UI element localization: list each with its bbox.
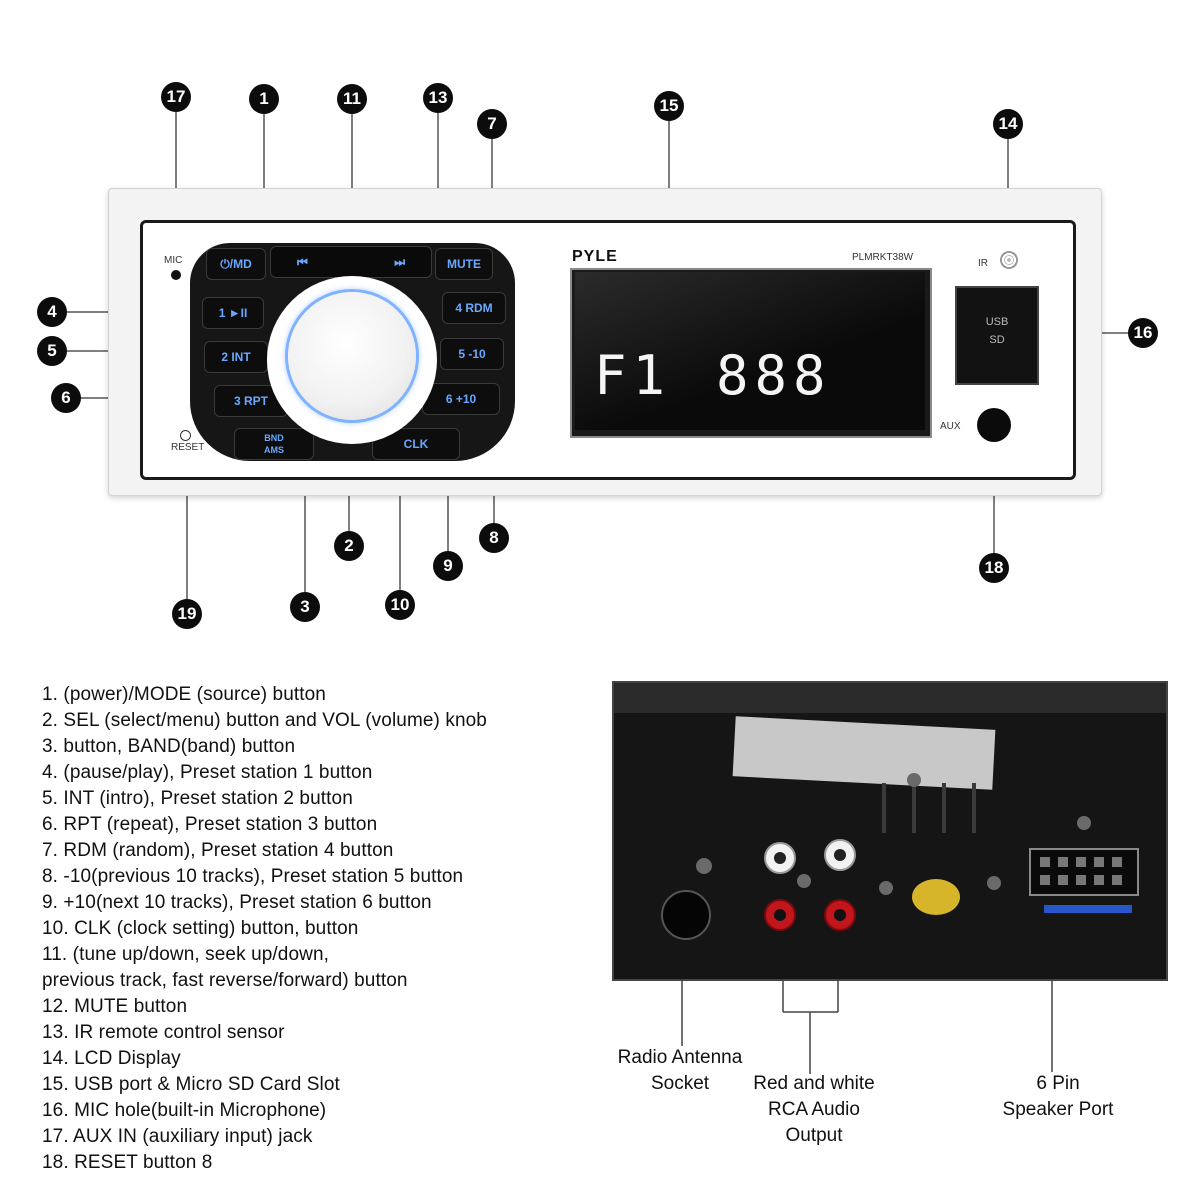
speaker-caption-line1: 6 Pin	[1036, 1073, 1080, 1094]
usb-sd-slot[interactable]: USB SD	[955, 286, 1039, 385]
tune-seek-bar: ⏮ ⏭	[270, 246, 432, 278]
callout-14: 14	[993, 109, 1023, 139]
next-track-icon[interactable]: ⏭	[394, 255, 405, 269]
callout-5: 5	[37, 336, 67, 366]
callout-2: 2	[334, 531, 364, 561]
callout-6: 6	[51, 383, 81, 413]
legend-item: 18. RESET button 8	[42, 1152, 213, 1173]
callout-13: 13	[423, 83, 453, 113]
antenna-caption-line2: Socket	[650, 1073, 710, 1094]
callout-9: 9	[433, 551, 463, 581]
callout-15: 15	[654, 91, 684, 121]
rca-caption-line2: RCA Audio	[768, 1099, 860, 1120]
legend-item: 17. AUX IN (auxiliary input) jack	[42, 1126, 313, 1147]
antenna-caption-line1: Radio Antenna	[617, 1047, 743, 1068]
legend-item: 8. -10(previous 10 tracks), Preset stati…	[42, 866, 464, 887]
preset-4-button[interactable]: 4 RDM	[442, 292, 506, 324]
rca-caption-line1: Red and white	[753, 1073, 875, 1094]
rca-caption-line3: Output	[785, 1125, 843, 1146]
preset-5-button[interactable]: 5 -10	[440, 338, 504, 370]
aux-jack[interactable]	[977, 408, 1011, 442]
legend-list: 1. (power)/MODE (source) button 2. SEL (…	[42, 682, 582, 1176]
ir-sensor-icon	[996, 247, 1022, 273]
rear-panel-photo	[612, 681, 1168, 981]
preset-6-button[interactable]: 6 +10	[422, 383, 500, 415]
callout-17: 17	[161, 82, 191, 112]
reset-label: RESET	[171, 442, 205, 453]
callout-4: 4	[37, 297, 67, 327]
speaker-caption-line2: Speaker Port	[1002, 1099, 1114, 1120]
legend-item: 6. RPT (repeat), Preset station 3 button	[42, 814, 378, 835]
aux-label: AUX	[940, 421, 961, 432]
mode-button[interactable]: ⏻/MD	[206, 248, 266, 280]
sd-label: SD	[989, 334, 1005, 346]
preset-1-button[interactable]: 1 ►II	[202, 297, 264, 329]
legend-item: 13. IR remote control sensor	[42, 1022, 285, 1043]
rca-caption: Red and white RCA Audio Output	[730, 1071, 898, 1149]
callout-3: 3	[290, 592, 320, 622]
ams-label: AMS	[264, 445, 284, 455]
brand-logo: PYLE	[572, 248, 618, 265]
lcd-display	[575, 272, 925, 430]
legend-item: 7. RDM (random), Preset station 4 button	[42, 840, 394, 861]
callout-7: 7	[477, 109, 507, 139]
usb-label: USB	[985, 316, 1009, 328]
rear-connectors-drawing	[614, 683, 1166, 940]
mic-hole-icon	[171, 270, 181, 280]
legend-item: 3. button, BAND(band) button	[42, 736, 296, 757]
volume-knob[interactable]	[288, 292, 416, 420]
legend-item: 10. CLK (clock setting) button, button	[42, 918, 359, 939]
callout-1: 1	[249, 84, 279, 114]
band-button[interactable]: BND AMS	[234, 428, 314, 460]
legend-item: 11. (tune up/down, seek up/down,	[42, 944, 329, 965]
legend-item: 2. SEL (select/menu) button and VOL (vol…	[42, 710, 487, 731]
band-label: BND	[264, 433, 284, 443]
legend-item: 5. INT (intro), Preset station 2 button	[42, 788, 353, 809]
speaker-caption: 6 Pin Speaker Port	[980, 1071, 1136, 1123]
callout-16: 16	[1128, 318, 1158, 348]
callout-11: 11	[337, 84, 367, 114]
preset-2-button[interactable]: 2 INT	[204, 341, 268, 373]
callout-10: 10	[385, 590, 415, 620]
legend-item: 15. USB port & Micro SD Card Slot	[42, 1074, 340, 1095]
antenna-caption: Radio Antenna Socket	[600, 1045, 760, 1097]
callout-19: 19	[172, 599, 202, 629]
clk-button[interactable]: CLK	[372, 428, 460, 460]
legend-item: previous track, fast reverse/forward) bu…	[42, 970, 408, 991]
legend-item: 1. (power)/MODE (source) button	[42, 684, 326, 705]
mute-button[interactable]: MUTE	[435, 248, 493, 280]
mic-label: MIC	[164, 255, 183, 266]
prev-track-icon[interactable]: ⏮	[297, 255, 308, 269]
model-label: PLMRKT38W	[852, 252, 914, 263]
legend-item: 4. (pause/play), Preset station 1 button	[42, 762, 373, 783]
legend-item: 12. MUTE button	[42, 996, 188, 1017]
lcd-band-text: F1	[594, 344, 672, 407]
callout-8: 8	[479, 523, 509, 553]
ir-label: IR	[978, 258, 988, 269]
lcd-frequency-text: 888	[716, 344, 832, 407]
reset-button[interactable]	[180, 430, 191, 441]
legend-item: 16. MIC hole(built-in Microphone)	[42, 1100, 327, 1121]
callout-18: 18	[979, 553, 1009, 583]
legend-item: 14. LCD Display	[42, 1048, 181, 1069]
legend-item: 9. +10(next 10 tracks), Preset station 6…	[42, 892, 432, 913]
